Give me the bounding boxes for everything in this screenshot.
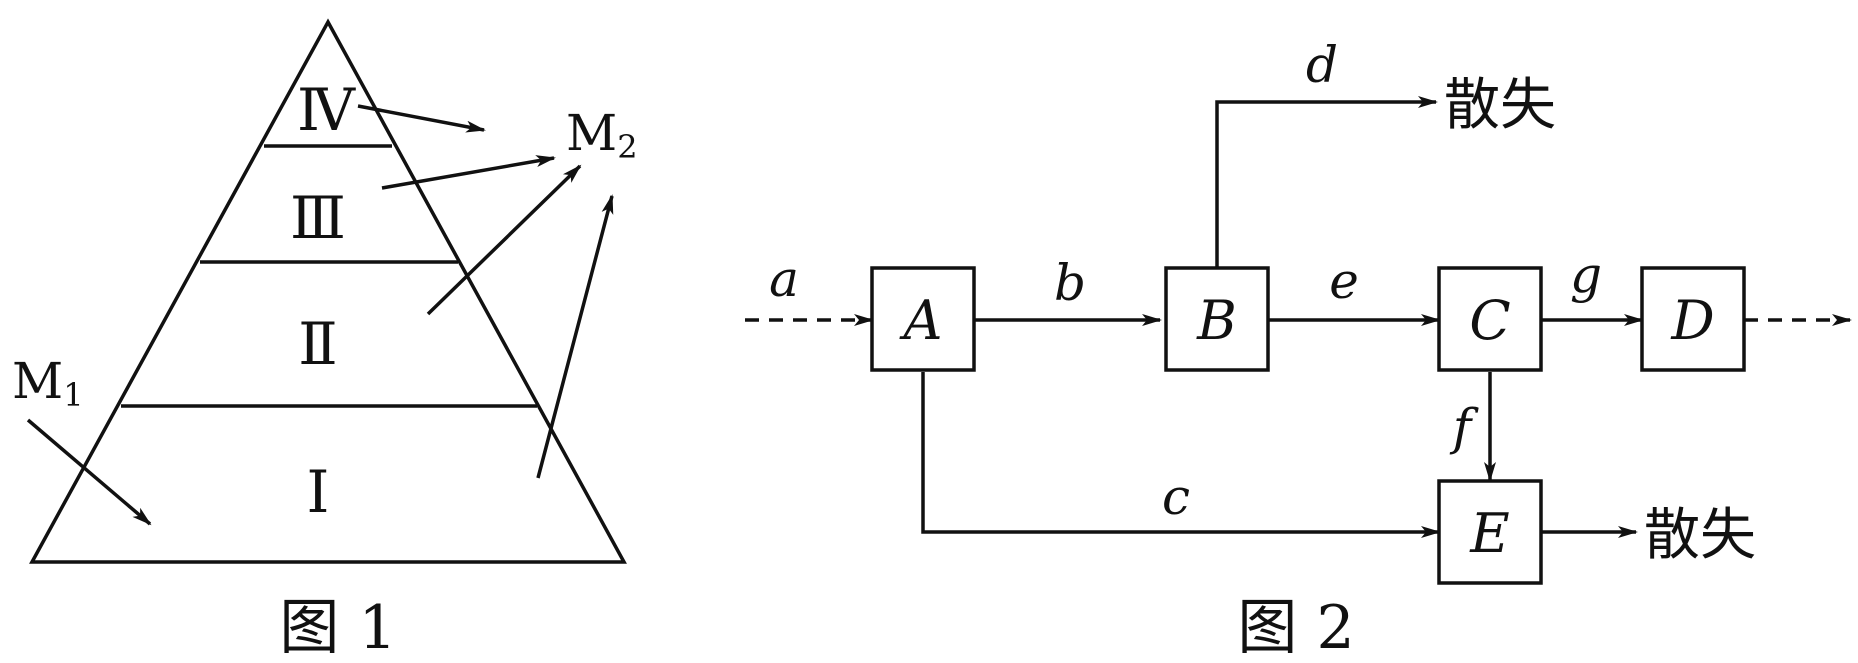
figure-2-caption: 图 2 bbox=[1237, 593, 1354, 663]
input-m2-label: M2 bbox=[566, 104, 638, 166]
node-a-label: A bbox=[899, 289, 943, 352]
flow-label-a: a bbox=[769, 250, 799, 308]
node-c-box bbox=[1437, 266, 1543, 372]
arrow-level-2-to-m2 bbox=[426, 164, 582, 316]
node-b-box bbox=[1164, 266, 1270, 372]
flow-label-c: c bbox=[1162, 468, 1190, 526]
pyramid-outline bbox=[29, 18, 627, 564]
input-m1-main: M bbox=[12, 352, 63, 410]
flow-label-b: b bbox=[1054, 254, 1086, 312]
flow-d-arrow bbox=[1215, 96, 1438, 267]
node-a: A bbox=[870, 266, 976, 372]
loss-label-top: 散失 bbox=[1444, 73, 1556, 138]
node-a-box bbox=[870, 266, 976, 372]
loss-label-bottom: 散失 bbox=[1644, 503, 1756, 568]
flow-label-d: d bbox=[1306, 36, 1338, 94]
figure-2-energy-flow: A B C D E a b c d e f g 散失 散失 图 2 bbox=[745, 36, 1852, 663]
figure-1-caption: 图 1 bbox=[279, 593, 396, 663]
node-d: D bbox=[1640, 266, 1746, 372]
figure-1-energy-pyramid: Ⅳ Ⅲ Ⅱ Ⅰ M1 M2 图 1 bbox=[12, 18, 638, 663]
node-d-box bbox=[1640, 266, 1746, 372]
node-c: C bbox=[1437, 266, 1543, 372]
trophic-level-1-label: Ⅰ bbox=[307, 458, 330, 526]
input-m2-main: M bbox=[566, 104, 617, 162]
node-e: E bbox=[1437, 479, 1543, 585]
node-b-label: B bbox=[1196, 289, 1237, 352]
input-m1-label: M1 bbox=[12, 352, 84, 414]
node-e-label: E bbox=[1469, 502, 1509, 565]
node-d-label: D bbox=[1670, 289, 1714, 352]
arrow-level-4-to-m2 bbox=[357, 104, 486, 133]
node-e-box bbox=[1437, 479, 1543, 585]
flow-c-arrow bbox=[921, 372, 1441, 538]
node-b: B bbox=[1164, 266, 1270, 372]
trophic-level-3-label: Ⅲ bbox=[290, 184, 346, 252]
input-m2-sub: 2 bbox=[617, 128, 637, 166]
flow-label-e: e bbox=[1329, 252, 1359, 310]
arrow-m1-into-level-1 bbox=[26, 418, 152, 526]
node-c-label: C bbox=[1469, 289, 1510, 352]
input-m1-sub: 1 bbox=[63, 376, 83, 414]
arrow-level-3-to-m2 bbox=[381, 155, 556, 190]
trophic-level-4-label: Ⅳ bbox=[297, 76, 356, 144]
trophic-level-2-label: Ⅱ bbox=[298, 310, 337, 378]
arrow-level-1-to-m2 bbox=[536, 194, 614, 479]
flow-label-f: f bbox=[1449, 398, 1479, 456]
flow-label-g: g bbox=[1570, 246, 1602, 304]
